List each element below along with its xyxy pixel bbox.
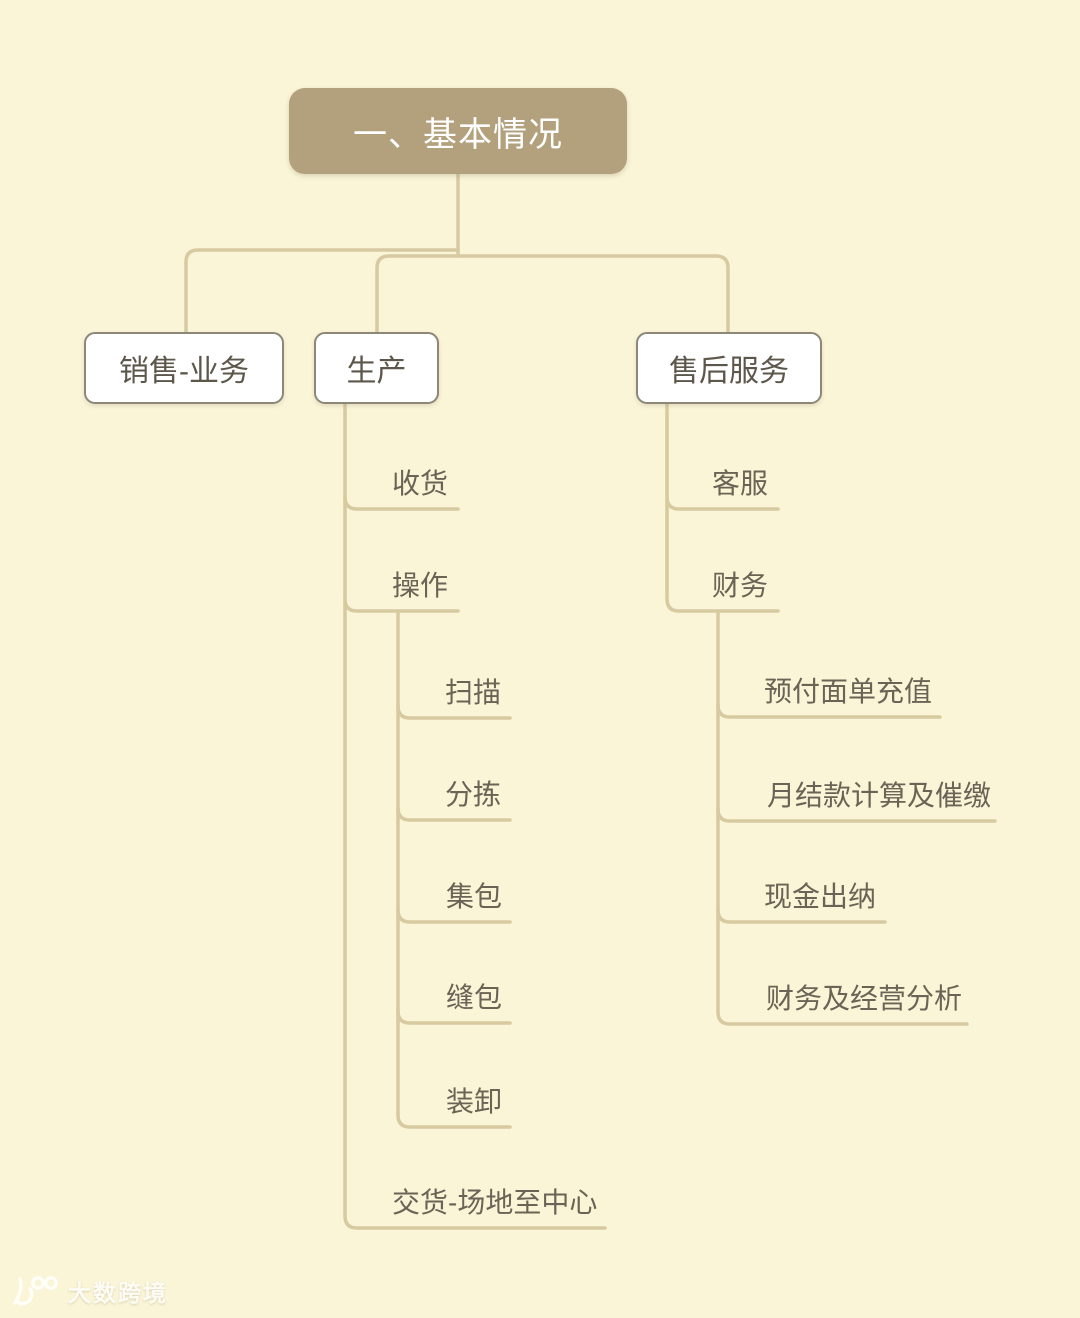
node-after-sales-service-label: 售后服务 xyxy=(669,355,789,388)
watermark: 大数跨境 xyxy=(8,1272,168,1310)
node-production-label: 生产 xyxy=(346,355,407,388)
node-sorting[interactable]: 分拣 xyxy=(445,779,502,810)
node-receiving[interactable]: 收货 xyxy=(392,468,449,499)
node-sales-business-label: 销售-业务 xyxy=(119,355,249,388)
node-operation[interactable]: 操作 xyxy=(392,570,449,601)
node-bundling[interactable]: 集包 xyxy=(446,881,503,912)
node-cash-teller[interactable]: 现金出纳 xyxy=(764,881,877,912)
node-after-sales-service[interactable]: 售后服务 xyxy=(636,332,822,404)
brand-logo-icon xyxy=(13,1276,58,1306)
node-loading-unloading[interactable]: 装卸 xyxy=(446,1086,503,1117)
watermark-label: 大数跨境 xyxy=(68,1280,168,1306)
node-root-label: 一、基本情况 xyxy=(353,115,563,154)
node-scanning[interactable]: 扫描 xyxy=(445,677,502,708)
node-financial-business-analysis[interactable]: 财务及经营分析 xyxy=(766,983,963,1014)
node-production[interactable]: 生产 xyxy=(314,332,439,404)
node-sales-business[interactable]: 销售-业务 xyxy=(84,332,284,404)
node-monthly-settlement-collection[interactable]: 月结款计算及催缴 xyxy=(767,780,992,811)
node-root[interactable]: 一、基本情况 xyxy=(289,88,627,174)
node-prepaid-waybill-topup[interactable]: 预付面单充值 xyxy=(764,676,933,707)
node-finance[interactable]: 财务 xyxy=(712,570,769,601)
node-bag-sewing[interactable]: 缝包 xyxy=(446,982,503,1013)
node-customer-service[interactable]: 客服 xyxy=(712,468,769,499)
node-delivery-site-to-center[interactable]: 交货-场地至中心 xyxy=(392,1187,598,1218)
